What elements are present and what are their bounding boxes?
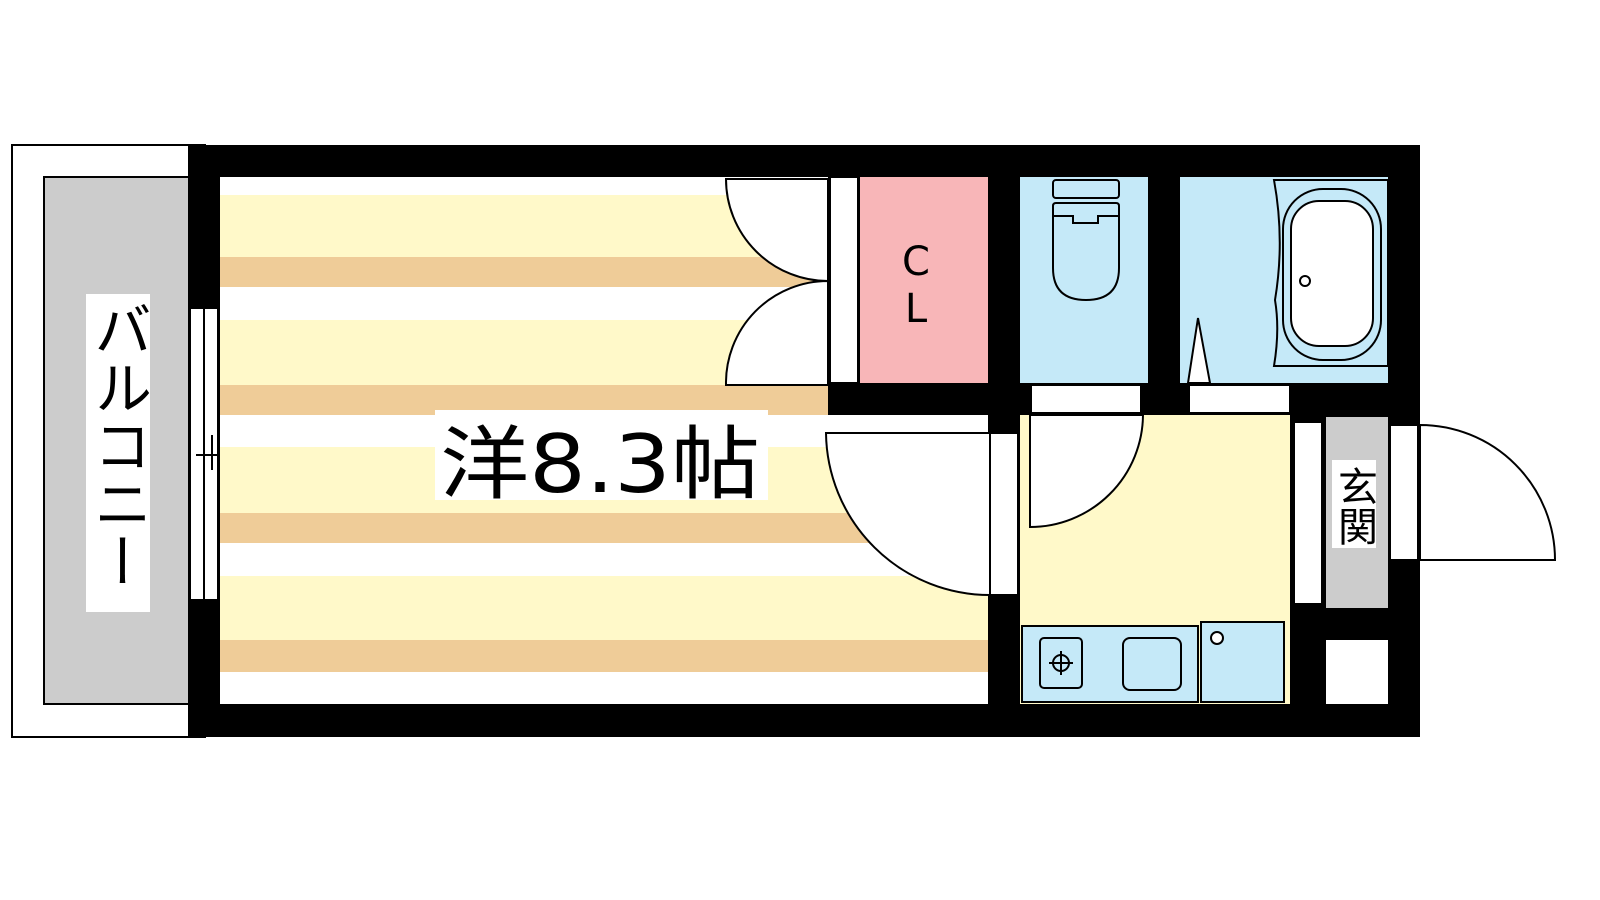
balcony-label-bg bbox=[86, 294, 150, 612]
closet-doors[interactable] bbox=[724, 178, 829, 386]
storage-box bbox=[1326, 640, 1388, 704]
room-door[interactable] bbox=[824, 432, 1019, 597]
room-label-bg bbox=[435, 410, 768, 500]
entrance-label: 玄関 bbox=[1331, 466, 1377, 546]
toilet-icon bbox=[1052, 179, 1120, 302]
sink-icon bbox=[1122, 637, 1182, 691]
balcony-label: バルコニー bbox=[84, 300, 152, 590]
entrance-label-bg bbox=[1332, 460, 1376, 548]
shower-icon bbox=[1186, 317, 1212, 384]
toilet-door[interactable] bbox=[1029, 414, 1145, 529]
bathtub-icon bbox=[1272, 179, 1389, 367]
kitchen-counter bbox=[1021, 621, 1285, 703]
closet-label-c: C bbox=[902, 239, 930, 285]
bathroom-door-opening[interactable] bbox=[1188, 384, 1291, 414]
closet bbox=[860, 177, 988, 383]
western-room-label: 洋8.3帖 bbox=[440, 418, 760, 511]
closet-opening bbox=[829, 176, 859, 384]
toilet-door-opening[interactable] bbox=[1030, 384, 1142, 414]
shoe-cabinet bbox=[1293, 421, 1323, 605]
balcony-window[interactable] bbox=[189, 307, 219, 601]
entry-door[interactable] bbox=[1389, 423, 1557, 561]
closet-label-l: L bbox=[905, 286, 928, 332]
